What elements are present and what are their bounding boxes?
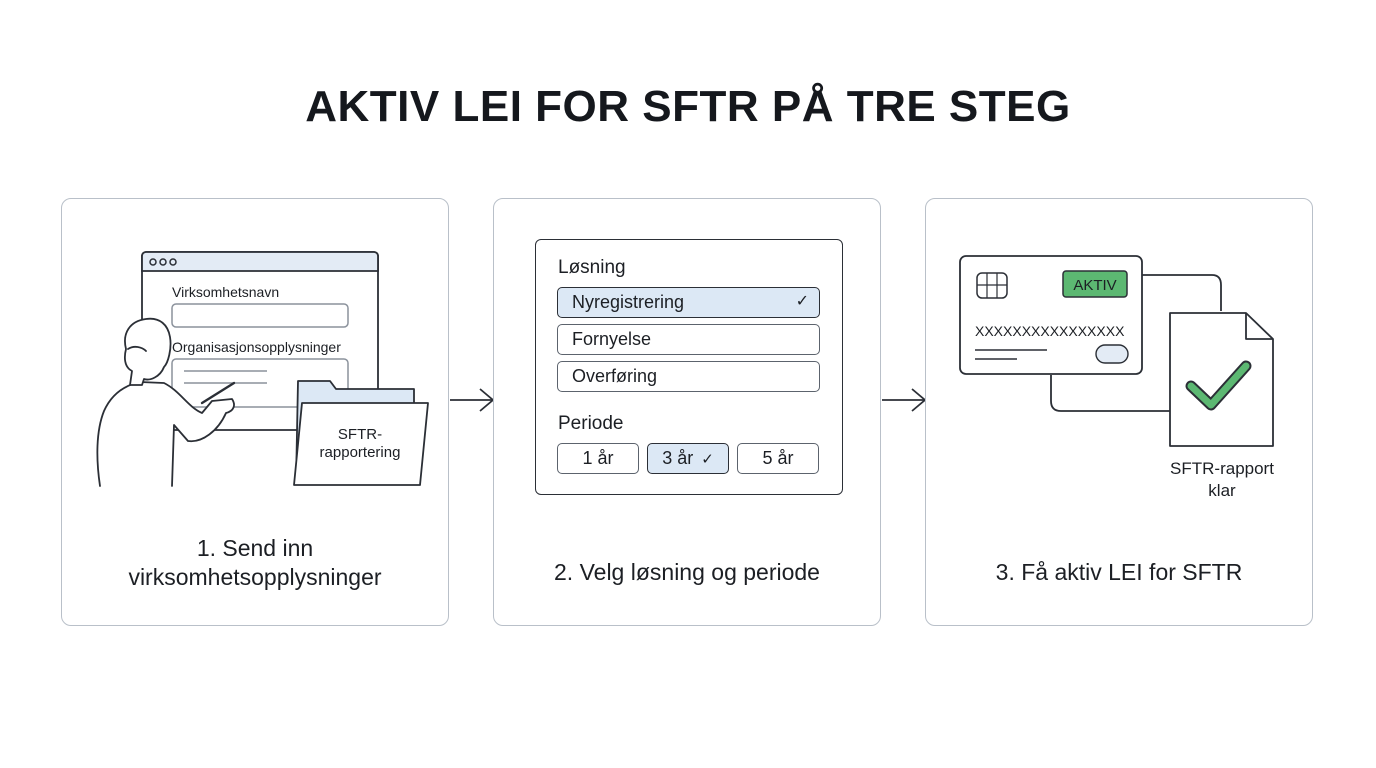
solution-option-label: Nyregistrering (572, 292, 685, 312)
step-2-caption: 2. Velg løsning og periode (554, 559, 820, 585)
form-field-1-label: Virksomhetsnavn (172, 284, 279, 300)
solution-option-overforing[interactable]: Overføring (557, 361, 820, 392)
active-badge: AKTIV (1073, 277, 1116, 294)
step-3-caption: 3. Få aktiv LEI for SFTR (995, 559, 1243, 585)
lei-card-icon: AKTIV XXXXXXXXXXXXXXXX (959, 255, 1143, 375)
period-option-label: 1 år (582, 448, 614, 468)
card-number: XXXXXXXXXXXXXXXX (975, 323, 1125, 339)
step-1-illustration: Virksomhetsnavn Organisasjonsopplysninge… (96, 251, 429, 487)
folder-label-line2: rapportering (320, 444, 401, 461)
step-2-panel: Løsning Nyregistrering ✓ Fornyelse Overf… (493, 198, 881, 626)
period-option-label: 3 år (662, 448, 694, 468)
solution-option-label: Fornyelse (572, 329, 652, 349)
period-section-label: Periode (558, 413, 624, 434)
solution-option-nyregistrering[interactable]: Nyregistrering ✓ (557, 287, 820, 318)
report-label-line2: klar (1208, 481, 1236, 499)
solution-section-label: Løsning (558, 257, 626, 278)
check-icon: ✓ (795, 293, 809, 310)
form-field-2-label: Organisasjonsopplysninger (172, 339, 341, 355)
step-3-panel: AKTIV XXXXXXXXXXXXXXXX SFTR-rapport klar… (925, 198, 1313, 626)
step-1-caption-line2: virksomhetsopplysninger (128, 564, 382, 590)
selection-card: Løsning Nyregistrering ✓ Fornyelse Overf… (535, 239, 843, 495)
period-option-5-years[interactable]: 5 år (737, 443, 819, 474)
period-option-1-year[interactable]: 1 år (557, 443, 639, 474)
arrow-right-icon (450, 388, 495, 412)
arrow-right-icon (882, 388, 927, 412)
period-option-label: 5 år (762, 448, 794, 468)
period-option-3-years[interactable]: 3 år ✓ (647, 443, 729, 474)
folder-icon: SFTR- rapportering (293, 380, 429, 486)
step-1-panel: Virksomhetsnavn Organisasjonsopplysninge… (61, 198, 449, 626)
step-3-illustration: AKTIV XXXXXXXXXXXXXXXX SFTR-rapport klar (959, 255, 1274, 499)
page-title: AKTIV LEI FOR SFTR PÅ TRE STEG (305, 82, 1071, 131)
document-check-icon (1169, 312, 1274, 447)
person-writing-icon (96, 317, 236, 487)
folder-label-line1: SFTR- (338, 426, 382, 443)
check-icon: ✓ (701, 451, 714, 468)
step-1-caption-line1: 1. Send inn (196, 535, 314, 561)
solution-option-label: Overføring (572, 366, 658, 386)
report-label-line1: SFTR-rapport (1170, 459, 1274, 478)
solution-option-fornyelse[interactable]: Fornyelse (557, 324, 820, 355)
